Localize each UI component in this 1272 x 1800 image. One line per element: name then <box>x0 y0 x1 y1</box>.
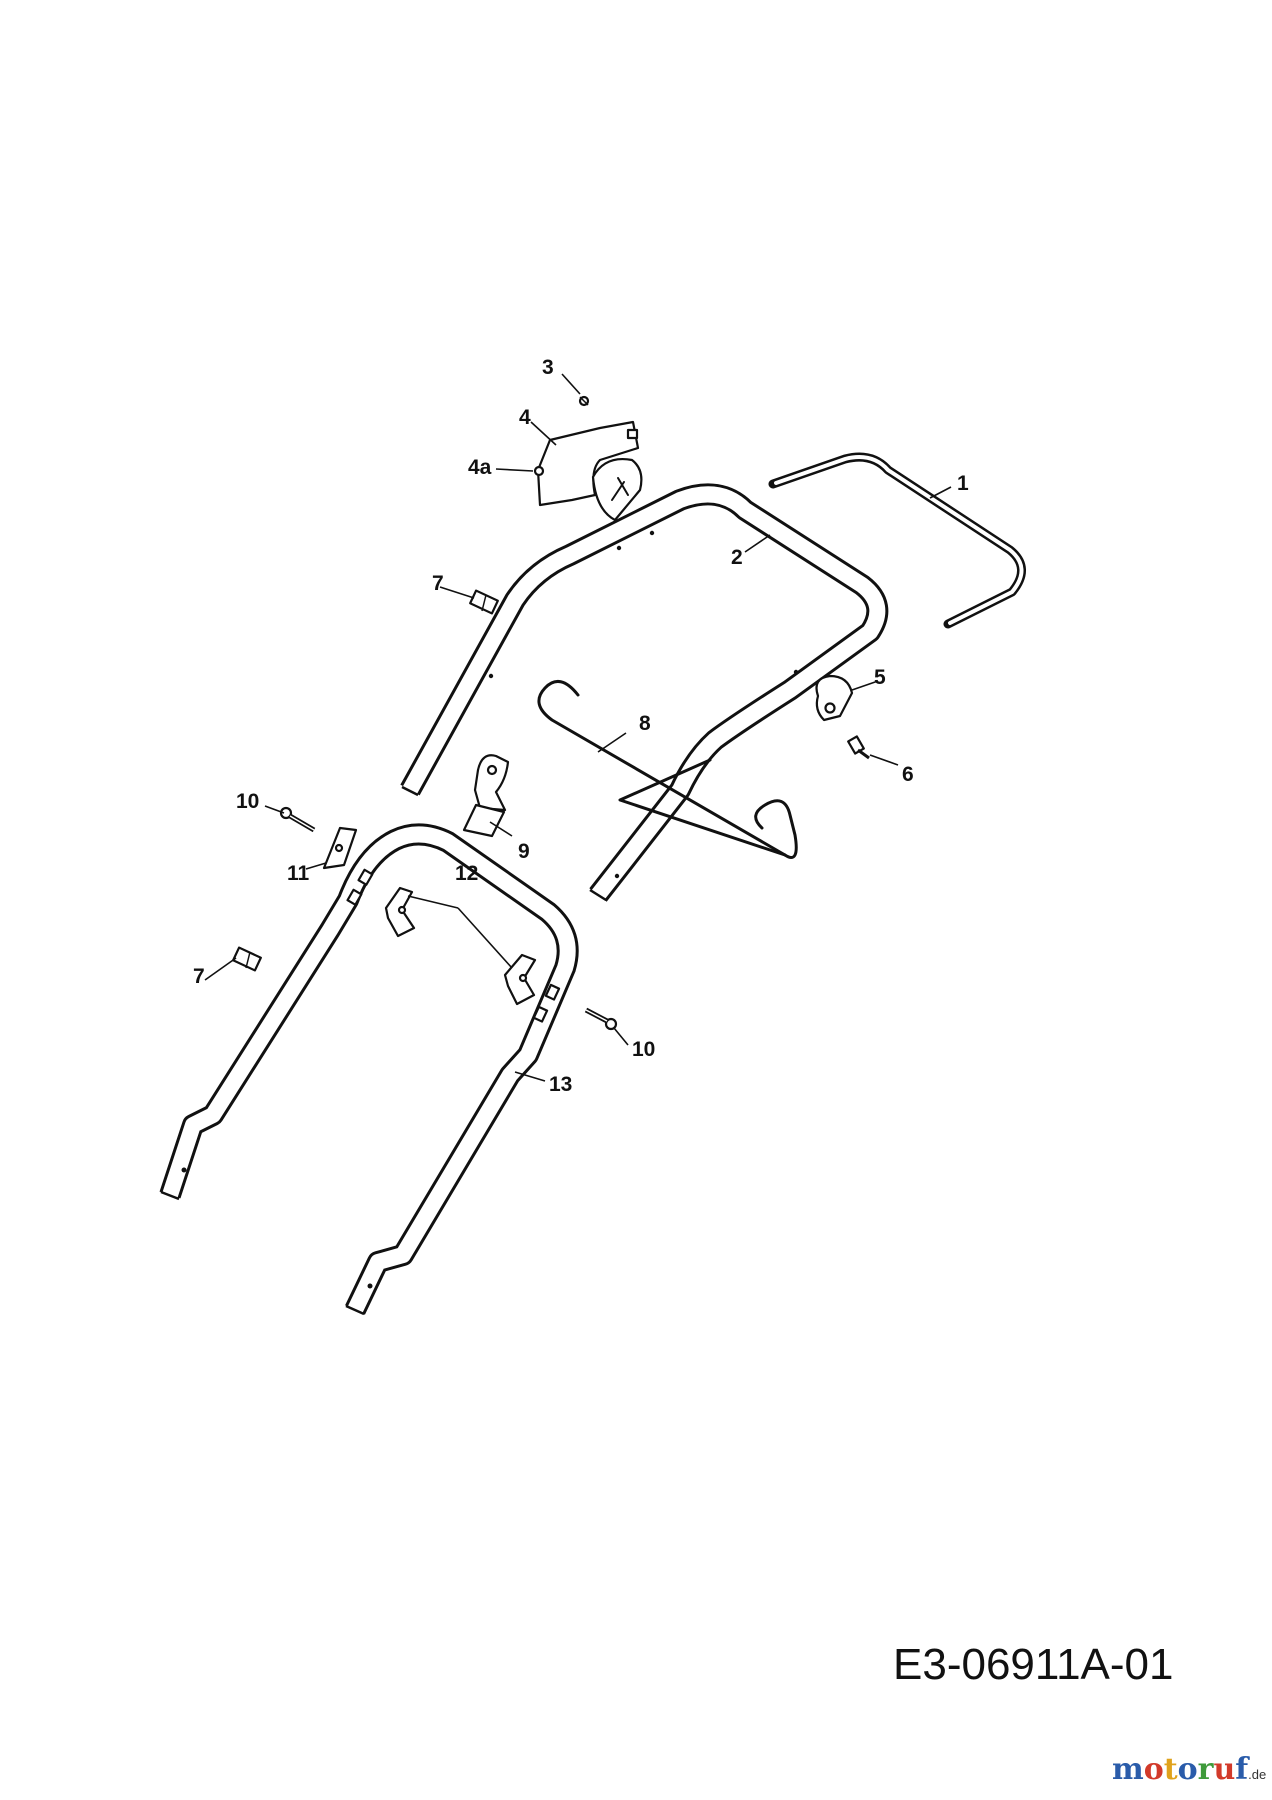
logo-letter: u <box>1213 1752 1236 1787</box>
part-12-wing-knob-lower <box>503 953 537 1006</box>
logo-letter: r <box>1197 1752 1214 1787</box>
logo-letters: motoruf <box>1112 1752 1248 1787</box>
part-12-wing-knob-upper <box>384 886 416 938</box>
part-4-handle-housing <box>533 420 643 522</box>
callout-7-lower: 7 <box>193 965 205 988</box>
callout-1: 1 <box>957 472 969 495</box>
part-2-upper-handle <box>400 483 889 902</box>
part-13-lower-handle <box>159 823 579 1316</box>
drawing-code: E3-06911A-01 <box>893 1640 1174 1689</box>
part-7-bushing-upper <box>469 589 499 615</box>
logo-letter: t <box>1163 1752 1178 1787</box>
part-7-bushing-lower <box>232 946 262 972</box>
callout-13: 13 <box>549 1073 572 1096</box>
logo-suffix: .de <box>1248 1767 1267 1782</box>
logo-letter: f <box>1235 1752 1249 1787</box>
callout-4: 4 <box>519 406 531 429</box>
callout-12: 12 <box>455 862 478 885</box>
callout-3: 3 <box>542 356 554 379</box>
part-3-screw <box>578 395 590 407</box>
callout-labels: 3 4 4a 1 2 5 6 7 8 9 10 11 12 7 10 13 <box>193 356 969 1096</box>
callout-8: 8 <box>639 712 651 735</box>
logo-letter: m <box>1112 1752 1144 1787</box>
part-11-bracket <box>322 826 358 870</box>
callout-6: 6 <box>902 763 914 786</box>
motoruf-logo[interactable]: motoruf.de <box>1112 1752 1266 1787</box>
callout-2: 2 <box>731 546 743 569</box>
callout-9: 9 <box>518 840 530 863</box>
callout-10-lower: 10 <box>632 1038 655 1061</box>
part-10-bolt-lower <box>584 1007 618 1031</box>
part-9-cable-guide <box>462 754 510 838</box>
leader-lines <box>204 373 952 1082</box>
callout-4a: 4a <box>468 456 492 479</box>
callout-11: 11 <box>287 862 310 885</box>
callout-5: 5 <box>874 666 886 689</box>
callout-7-upper: 7 <box>432 572 444 595</box>
part-6-screw <box>847 735 870 760</box>
callout-10-upper: 10 <box>236 790 259 813</box>
part-10-bolt-upper <box>279 806 316 833</box>
logo-letter: o <box>1177 1752 1198 1787</box>
logo-letter: o <box>1143 1752 1164 1787</box>
part-8-wire-bracket <box>537 679 798 859</box>
part-5-cable-clip <box>815 674 854 722</box>
part-1-control-bar <box>768 452 1026 629</box>
